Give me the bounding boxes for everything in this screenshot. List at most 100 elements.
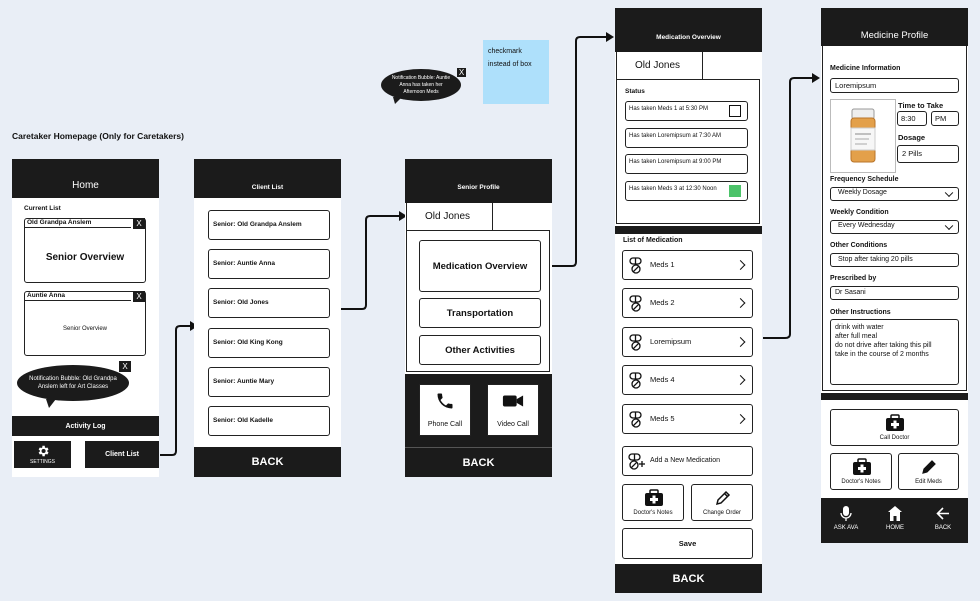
change-order-button[interactable]: Change Order xyxy=(691,484,753,521)
prescribed-by-field[interactable]: Dr Sasani xyxy=(830,286,959,300)
medical-kit-icon xyxy=(645,489,663,506)
status-row: Has taken Loremipsum at 9:00 PM xyxy=(625,154,748,174)
edit-meds-button[interactable]: Edit Meds xyxy=(898,453,959,490)
client-list-item[interactable]: Senior: Auntie Mary xyxy=(208,366,330,397)
doctors-notes-button[interactable]: Doctor's Notes xyxy=(830,453,892,490)
chevron-down-icon xyxy=(944,188,954,198)
ampm-field[interactable]: PM xyxy=(931,111,959,126)
divider-bar xyxy=(821,393,968,400)
client-list-item[interactable]: Senior: Old Kadelle xyxy=(208,406,330,436)
back-button[interactable]: BACK xyxy=(405,447,552,477)
frequency-select[interactable]: Weekly Dosage xyxy=(830,187,959,201)
medicine-name-field[interactable]: Loremipsum xyxy=(830,78,959,93)
call-doctor-label: Call Doctor xyxy=(879,435,910,441)
page-title: Client List xyxy=(251,184,284,191)
notification-text: Notification Bubble: Auntie Anna has tak… xyxy=(381,69,461,101)
checked-checkbox[interactable] xyxy=(729,184,741,197)
medication-name: Meds 1 xyxy=(650,260,675,269)
status-text: Has taken Loremipsum at 7:30 AM xyxy=(629,132,722,139)
call-doctor-button[interactable]: Call Doctor xyxy=(830,409,959,446)
client-list-item[interactable]: Senior: Auntie Anna xyxy=(208,249,330,280)
dosage-field[interactable]: 2 Pills xyxy=(897,145,959,163)
medicine-panel xyxy=(822,46,967,391)
medication-overview-button[interactable]: Medication Overview xyxy=(419,240,541,292)
status-row: Has taken Meds 3 at 12:30 Noon xyxy=(625,180,748,201)
remove-button[interactable]: X xyxy=(133,291,145,302)
status-row: Has taken Meds 1 at 5:30 PM xyxy=(625,101,748,121)
back-button[interactable]: BACK xyxy=(194,447,341,477)
other-activities-button[interactable]: Other Activities xyxy=(419,335,541,365)
medication-name: Meds 4 xyxy=(650,375,675,385)
weekly-condition-select[interactable]: Every Wednesday xyxy=(830,220,959,234)
add-medication-label: Add a New Medication xyxy=(650,457,721,464)
senior-overview-link[interactable]: Senior Overview xyxy=(62,326,107,332)
chevron-right-icon xyxy=(735,298,746,309)
instruction-line: drink with water xyxy=(835,324,884,331)
pill-add-icon xyxy=(628,453,645,470)
medication-item[interactable]: Meds 2 xyxy=(622,288,753,319)
client-list-item[interactable]: Senior: Old Grandpa Anslem xyxy=(208,210,330,240)
chevron-down-icon xyxy=(944,221,954,231)
home-button[interactable]: HOME xyxy=(875,504,915,538)
status-text: Has taken Meds 1 at 5:30 PM xyxy=(629,106,709,112)
other-conditions-field[interactable]: Stop after taking 20 pills xyxy=(830,253,959,267)
medical-kit-icon xyxy=(886,414,904,431)
medication-name: Loremipsum xyxy=(650,336,692,346)
status-text: Has taken Loremipsum at 9:00 PM xyxy=(629,159,722,165)
status-row: Has taken Loremipsum at 7:30 AM xyxy=(625,127,748,148)
senior-overview-link[interactable]: Senior Overview xyxy=(45,251,125,263)
phone-call-button[interactable]: Phone Call xyxy=(419,384,471,436)
add-medication-button[interactable]: Add a New Medication xyxy=(622,446,753,476)
profile-panel xyxy=(406,230,550,372)
settings-label: SETTINGS xyxy=(29,459,55,465)
medication-item[interactable]: Loremipsum xyxy=(622,326,753,357)
chevron-right-icon xyxy=(735,336,746,347)
other-instructions-field[interactable]: drink with water after full meal do not … xyxy=(830,319,959,385)
medication-item[interactable]: Meds 4 xyxy=(622,365,753,396)
med-overview-header: Medication Overview xyxy=(615,8,762,52)
client-list-button[interactable]: Client List xyxy=(85,441,159,468)
chevron-right-icon xyxy=(735,375,746,386)
transportation-button[interactable]: Transportation xyxy=(419,298,541,328)
gear-icon xyxy=(38,445,49,457)
chevron-right-icon xyxy=(735,260,746,270)
client-list-header: Client List xyxy=(194,159,341,198)
pencil-icon xyxy=(715,490,731,506)
back-button[interactable]: BACK xyxy=(615,564,762,593)
chevron-right-icon xyxy=(735,413,746,424)
senior-name-tab: Old Jones xyxy=(616,52,703,80)
activity-log-button[interactable]: Activity Log xyxy=(12,416,159,436)
video-call-label: Video Call xyxy=(497,421,529,428)
nav-label: ASK AVA xyxy=(833,525,859,531)
pencil-icon xyxy=(922,460,936,474)
medicine-image xyxy=(830,99,896,173)
video-call-button[interactable]: Video Call xyxy=(487,384,539,436)
medication-item[interactable]: Meds 5 xyxy=(622,403,753,434)
medication-item[interactable]: Meds 1 xyxy=(622,250,753,280)
time-field[interactable]: 8:30 xyxy=(897,111,927,126)
medication-name: Meds 5 xyxy=(650,413,675,423)
frequency-label: Frequency Schedule xyxy=(830,176,899,183)
save-button[interactable]: Save xyxy=(622,528,753,559)
status-panel xyxy=(616,79,760,224)
client-list-item[interactable]: Senior: Old King Kong xyxy=(208,327,330,358)
ask-ava-button[interactable]: ASK AVA xyxy=(826,504,866,538)
remove-button[interactable]: X xyxy=(133,218,145,229)
pill-icon xyxy=(629,410,647,428)
pill-bottle-icon xyxy=(850,108,876,163)
status-text: Has taken Meds 3 at 12:30 Noon xyxy=(629,185,717,192)
medicine-info-label: Medicine Information xyxy=(830,65,901,72)
doctors-notes-button[interactable]: Doctor's Notes xyxy=(622,484,684,521)
frequency-value: Weekly Dosage xyxy=(838,189,887,196)
settings-button[interactable]: SETTINGS xyxy=(14,441,71,468)
close-button[interactable]: X xyxy=(457,68,466,77)
senior-card[interactable] xyxy=(24,291,146,356)
client-list-item[interactable]: Senior: Old Jones xyxy=(208,288,330,319)
back-button[interactable]: BACK xyxy=(923,504,963,538)
close-button[interactable]: X xyxy=(119,361,131,372)
checkbox[interactable] xyxy=(729,105,741,117)
senior-card[interactable] xyxy=(24,218,146,283)
section-title: Caretaker Homepage (Only for Caretakers) xyxy=(12,131,184,141)
